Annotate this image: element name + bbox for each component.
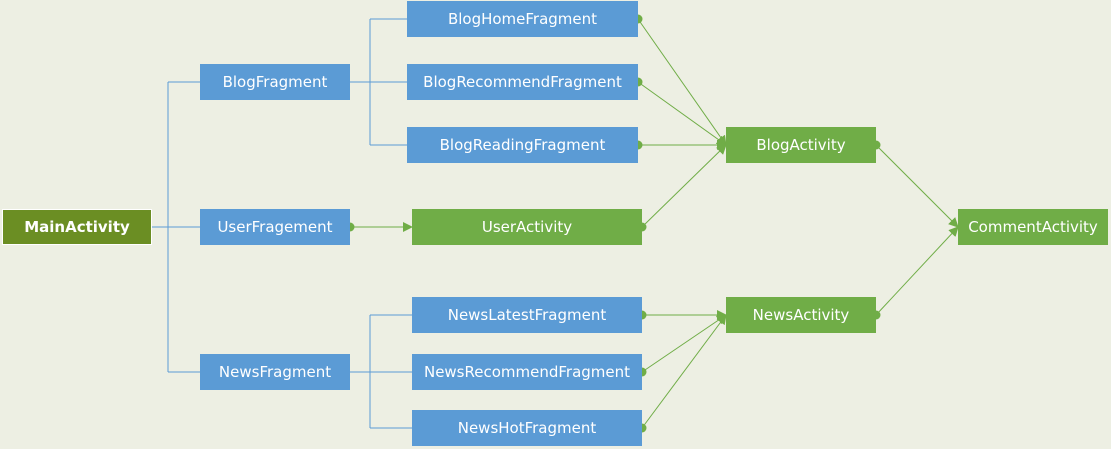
node-news-activity: NewsActivity: [726, 297, 876, 333]
node-comment-activity: CommentActivity: [958, 209, 1108, 245]
arrow-blog-recommend-to-blog-activity: [637, 81, 727, 146]
node-news-fragment: NewsFragment: [200, 354, 350, 390]
node-blog-activity: BlogActivity: [726, 127, 876, 163]
node-blog-recommend-fragment: BlogRecommendFragment: [407, 64, 638, 100]
node-user-fragement: UserFragement: [200, 209, 350, 245]
node-user-activity: UserActivity: [412, 209, 642, 245]
node-news-latest-fragment: NewsLatestFragment: [412, 297, 642, 333]
arrow-news-recommend-to-news-activity: [641, 314, 727, 373]
tree-news-fragment-children: [350, 314, 412, 429]
node-news-recommend-fragment: NewsRecommendFragment: [412, 354, 642, 390]
node-news-hot-fragment: NewsHotFragment: [412, 410, 642, 446]
tree-blog-fragment-children: [350, 18, 407, 146]
arrow-news-hot-to-news-activity: [641, 314, 727, 429]
node-blog-home-fragment: BlogHomeFragment: [407, 1, 638, 37]
arrow-user-activity-to-blog-activity: [641, 144, 727, 228]
tree-main-to-fragments: [152, 81, 200, 373]
node-blog-fragment: BlogFragment: [200, 64, 350, 100]
node-main-activity: MainActivity: [2, 209, 152, 245]
arrow-blog-home-to-blog-activity: [637, 18, 727, 146]
arrow-news-activity-to-comment-activity: [875, 226, 959, 316]
arrow-blog-activity-to-comment-activity: [875, 144, 959, 228]
node-blog-reading-fragment: BlogReadingFragment: [407, 127, 638, 163]
